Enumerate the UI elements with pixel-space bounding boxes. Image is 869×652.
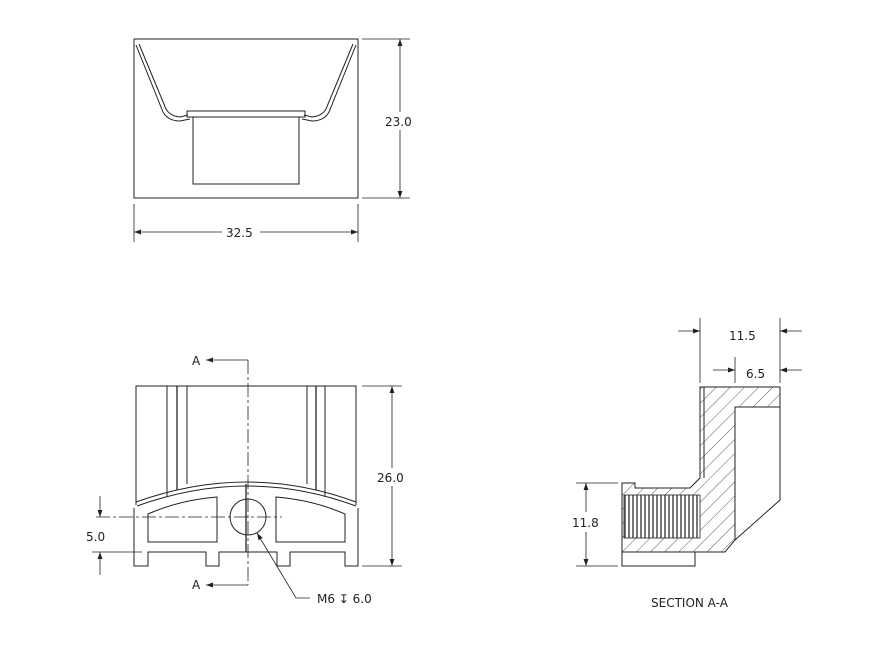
right-v-wall-inner <box>303 43 354 118</box>
left-pocket <box>147 496 218 543</box>
callout-leader <box>256 532 310 599</box>
section-label-bottom: A <box>192 578 201 592</box>
hole-callout: M6 ↧ 6.0 <box>317 592 372 606</box>
section-title: SECTION A-A <box>651 596 729 610</box>
section-hollow-edge <box>734 407 781 541</box>
top-arc-inner <box>136 485 357 507</box>
depth-dimension: 11.5 <box>729 329 756 343</box>
flange <box>186 110 306 118</box>
height-dimension: 26.0 <box>377 471 404 485</box>
base-foot <box>621 551 696 567</box>
left-v-wall-inner <box>138 43 189 118</box>
inner-pocket <box>192 116 300 185</box>
offset-dimension: 5.0 <box>86 530 105 544</box>
threaded-hole <box>623 494 701 539</box>
top-view: 23.0 32.5 <box>133 38 412 242</box>
top-arc <box>135 481 357 503</box>
front-view: A A 26.0 5.0 M6 ↧ 6.0 <box>86 354 404 606</box>
width-dimension: 32.5 <box>226 226 253 240</box>
thread-height-dimension: 11.8 <box>572 516 599 530</box>
height-dimension: 23.0 <box>385 115 412 129</box>
wall-dimension: 6.5 <box>746 367 765 381</box>
right-pocket <box>275 496 346 543</box>
top-view-outline <box>133 38 359 199</box>
section-label-top: A <box>192 354 201 368</box>
section-view: 11.5 6.5 11.8 SECTION A-A <box>572 318 802 610</box>
right-v-wall <box>301 44 357 122</box>
upper-body <box>135 385 357 505</box>
left-v-wall <box>135 44 191 122</box>
